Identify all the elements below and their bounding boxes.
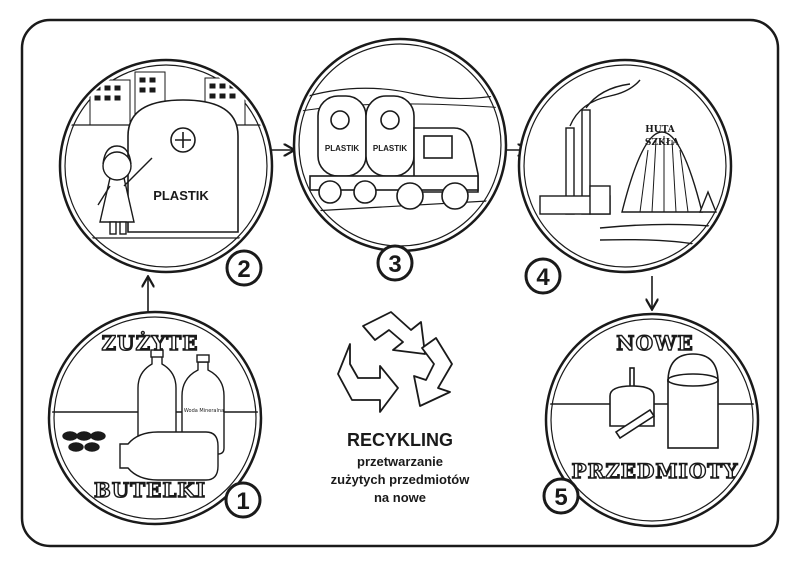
tanker-truck-icon: [309, 95, 479, 210]
step-2-label: PLASTIK: [153, 188, 209, 203]
center-line1: przetwarzanie: [357, 454, 443, 469]
step-3: PLASTIK PLASTIK 3: [292, 37, 508, 282]
bottle-label: Woda Mineralna: [184, 408, 224, 414]
flow-arrows: [148, 150, 652, 312]
step-1-badge: [224, 481, 262, 519]
new-products-icon: [609, 353, 719, 449]
step-1-top-text: ZUŻYTE: [101, 331, 198, 355]
step-4-badge: [524, 257, 562, 295]
step-5: NOWE PRZEDMIOTY 5: [542, 312, 760, 528]
center-line2: zużytych przedmiotów: [331, 472, 471, 487]
step-1-bottom-text: BUTELKI: [94, 478, 206, 502]
step-5-number: 5: [554, 484, 567, 511]
step-1-number: 1: [236, 488, 249, 515]
step-4-label-line1: HUTA: [645, 125, 676, 135]
bottles-icon: [62, 349, 225, 481]
step-5-bottom-text: PRZEDMIOTY: [572, 459, 739, 483]
step-2: PLASTIK 2: [58, 58, 274, 287]
step-4-number: 4: [536, 264, 550, 291]
step-3-number: 3: [388, 251, 401, 278]
girl-icon: [97, 145, 153, 235]
step-1: Woda Mineralna ZUŻYTE BUTELKI 1: [47, 310, 263, 526]
step-4-label-line2: SZKŁA: [645, 138, 680, 148]
step-3-badge: [376, 244, 414, 282]
step-3-tank-label-1: PLASTIK: [325, 144, 359, 153]
step-4: HUTA SZKŁA 4: [517, 58, 733, 295]
factory-icon: [539, 79, 718, 249]
step-5-top-text: NOWE: [616, 331, 693, 355]
center-title: RECYKLING: [347, 430, 453, 450]
center-line3: na nowe: [374, 490, 426, 505]
recycling-bin-icon: [127, 99, 239, 233]
recycle-symbol-icon: [337, 311, 453, 413]
step-2-number: 2: [237, 256, 250, 283]
step-5-badge: [542, 477, 580, 515]
step-3-tank-label-2: PLASTIK: [373, 144, 407, 153]
step-2-badge: [225, 249, 263, 287]
